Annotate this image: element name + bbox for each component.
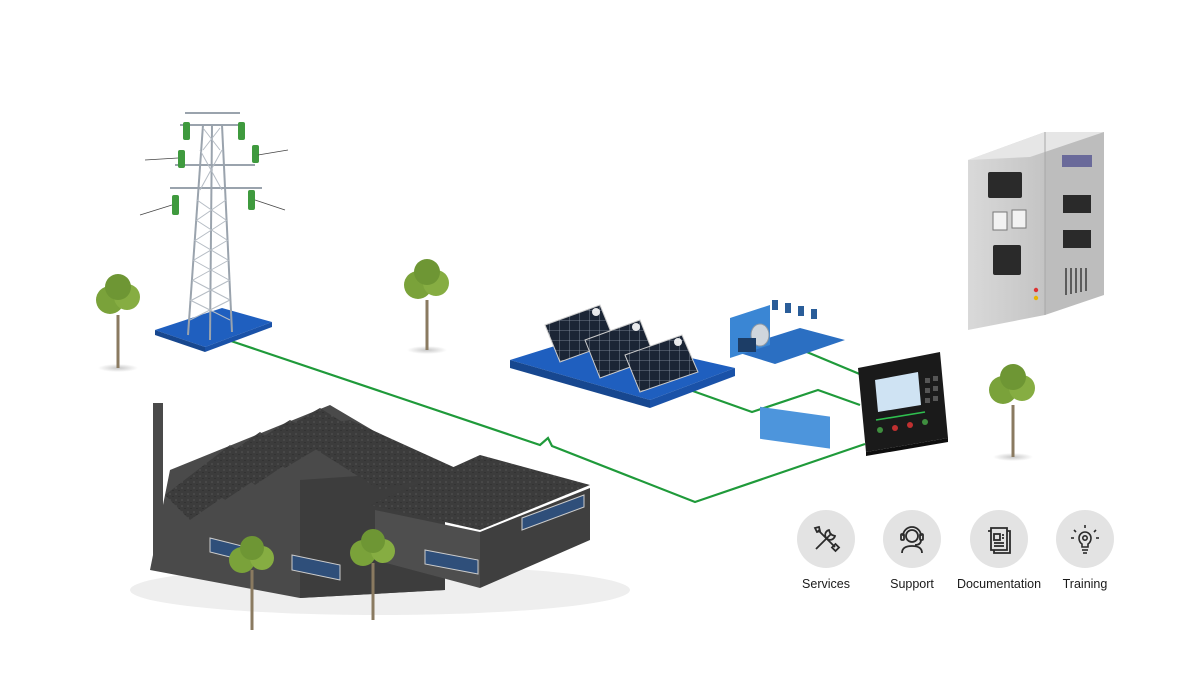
training-label: Training [1062, 577, 1108, 591]
transmission-tower [139, 112, 289, 352]
tree-center [404, 259, 449, 354]
document-icon [970, 510, 1028, 568]
services-button[interactable]: Services [771, 510, 881, 591]
generator-set [730, 300, 845, 449]
headset-icon [883, 510, 941, 568]
trees [96, 259, 1035, 461]
factory-building [130, 403, 630, 615]
solar-array [510, 304, 735, 408]
tree-right [989, 364, 1035, 461]
tools-icon [797, 510, 855, 568]
documentation-button[interactable]: Documentation [944, 510, 1054, 591]
services-label: Services [802, 577, 850, 591]
support-label: Support [890, 577, 934, 591]
switchgear-cabinet [968, 132, 1104, 330]
grid-to-controller-line [227, 338, 866, 504]
training-button[interactable]: Training [1030, 510, 1140, 591]
factory-trees [229, 529, 395, 630]
tree-left [96, 274, 140, 372]
solar-to-controller-line [689, 388, 861, 414]
support-button[interactable]: Support [857, 510, 967, 591]
lightbulb-gear-icon [1056, 510, 1114, 568]
documentation-label: Documentation [956, 577, 1042, 591]
genset-controller [858, 352, 948, 456]
